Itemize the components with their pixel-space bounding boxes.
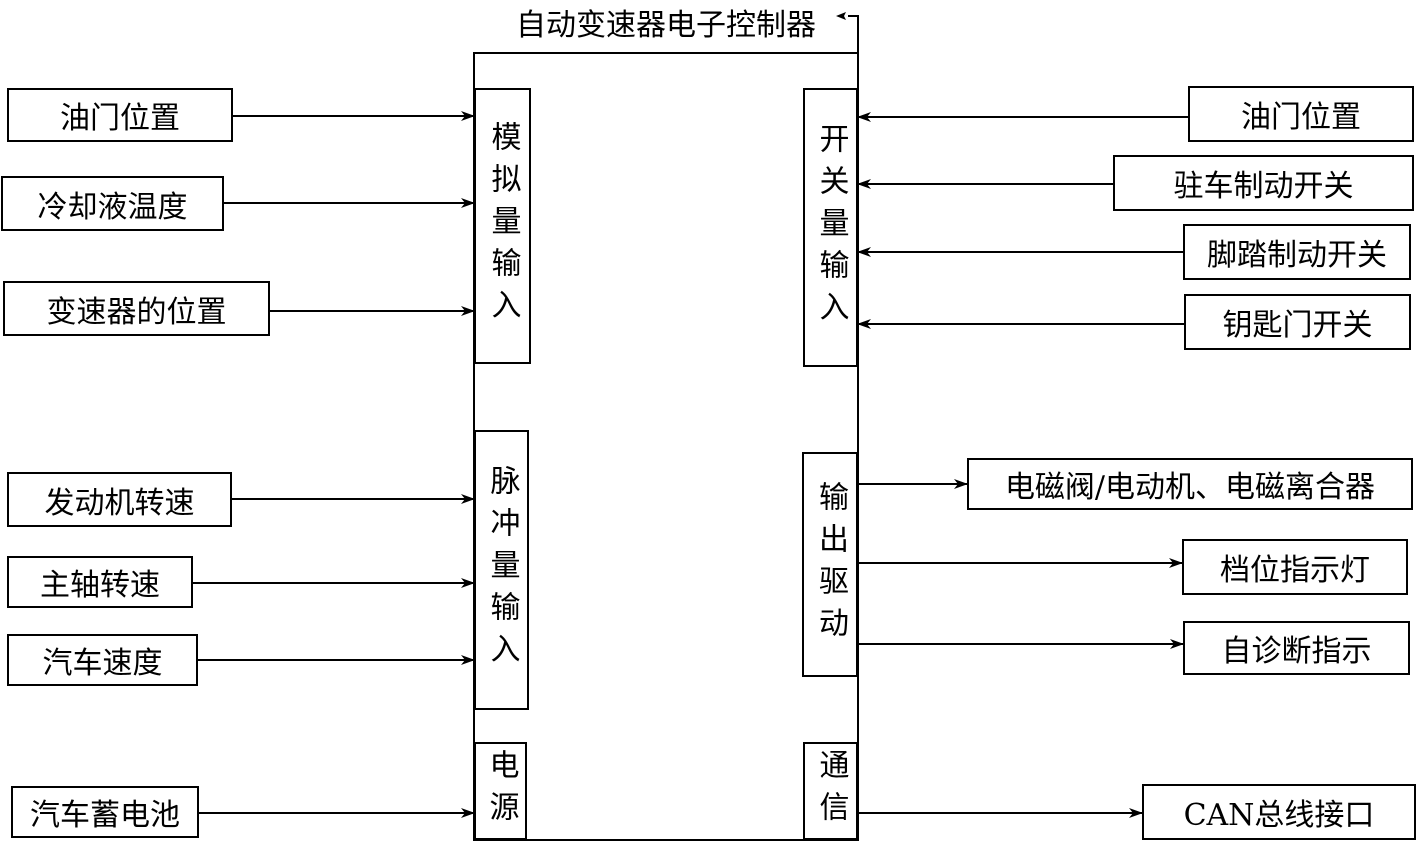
controller-title: 自动变速器电子控制器	[516, 8, 816, 43]
solenoid-motor-clutch: 电磁阀/电动机、电磁离合器	[967, 458, 1413, 510]
engine-speed: 发动机转速	[7, 472, 232, 527]
transmission-position: 变速器的位置	[3, 281, 270, 336]
vehicle-battery: 汽车蓄电池	[11, 786, 199, 838]
self-diagnosis-indicator: 自诊断指示	[1183, 621, 1410, 675]
coolant-temperature: 冷却液温度	[1, 176, 224, 231]
parking-brake-switch: 驻车制动开关	[1113, 155, 1414, 211]
pulse-input-module: 脉冲量输入	[474, 430, 529, 710]
throttle-position-left: 油门位置	[7, 88, 233, 142]
analog-input-module: 模拟量输入	[474, 88, 531, 364]
title-leader	[848, 15, 859, 53]
power-module: 电源	[474, 742, 527, 840]
output-drive-module: 输出驱动	[802, 452, 858, 677]
main-shaft-speed: 主轴转速	[7, 556, 193, 608]
communication-module: 通信	[803, 742, 858, 840]
key-switch: 钥匙门开关	[1184, 294, 1411, 350]
can-bus-interface: CAN总线接口	[1142, 784, 1416, 840]
foot-brake-switch: 脚踏制动开关	[1183, 224, 1411, 280]
vehicle-speed: 汽车速度	[7, 634, 198, 686]
gear-indicator-light: 档位指示灯	[1182, 539, 1408, 595]
switch-input-module: 开关量输入	[803, 88, 858, 367]
throttle-position-right: 油门位置	[1188, 86, 1414, 142]
controller-outline	[473, 52, 859, 841]
title-leader-arrowhead	[836, 12, 846, 20]
